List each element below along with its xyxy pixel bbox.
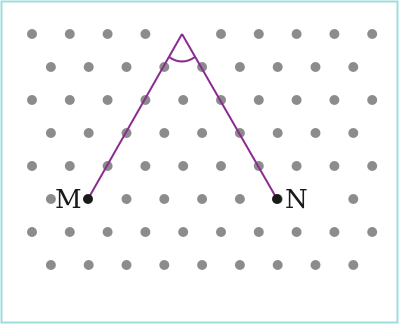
grid-dot: [64, 227, 75, 237]
grid-dot: [102, 29, 113, 39]
segment-apex-to-m: [87, 33, 183, 200]
grid-dot: [348, 260, 359, 270]
grid-dot: [178, 95, 189, 105]
grid-dot: [178, 227, 189, 237]
grid-dot: [27, 161, 37, 171]
grid-dot: [121, 62, 132, 72]
grid-dot: [102, 227, 113, 237]
grid-dot: [45, 128, 56, 138]
grid-dot: [178, 161, 189, 171]
grid-dot: [310, 62, 321, 72]
grid-dot: [329, 95, 340, 105]
grid-dot: [253, 95, 264, 105]
grid-dot: [329, 29, 340, 39]
angle-segments: [87, 33, 278, 200]
point-n: [272, 194, 282, 204]
grid-dot: [310, 260, 321, 270]
grid-dot: [197, 194, 208, 204]
grid-dot: [348, 128, 359, 138]
grid-dot: [159, 260, 170, 270]
grid-dot: [329, 161, 340, 171]
grid-dot: [367, 95, 378, 105]
grid-dot: [197, 260, 208, 270]
grid-dot: [367, 161, 378, 171]
grid-dot: [329, 227, 340, 237]
grid-dot: [27, 227, 37, 237]
grid-dot: [159, 194, 170, 204]
grid-dot: [216, 227, 226, 237]
grid-dot: [348, 194, 359, 204]
grid-dot: [291, 95, 302, 105]
grid-dot: [216, 161, 226, 171]
point-m: [83, 194, 93, 204]
grid-dot: [64, 161, 75, 171]
apex-angle-arc: [168, 56, 196, 63]
grid-dot: [64, 95, 75, 105]
grid-dot: [348, 62, 359, 72]
grid-dot: [83, 128, 94, 138]
grid-dot: [27, 29, 37, 39]
grid-dot: [45, 194, 56, 204]
grid-dot: [291, 227, 302, 237]
grid-dot: [272, 128, 283, 138]
grid-dot: [272, 260, 283, 270]
grid-dot: [253, 29, 264, 39]
grid-dot: [216, 29, 226, 39]
grid-dot: [140, 29, 151, 39]
grid-dot: [121, 260, 132, 270]
grid-dot: [83, 62, 94, 72]
grid-dot: [291, 161, 302, 171]
grid-dot: [291, 29, 302, 39]
label-n: N: [285, 185, 308, 215]
grid-dot: [45, 260, 56, 270]
grid-dot: [140, 227, 151, 237]
grid-dot: [234, 194, 245, 204]
grid-dot: [45, 62, 56, 72]
grid-dot: [121, 194, 132, 204]
grid-dot: [102, 95, 113, 105]
segment-apex-to-n: [181, 33, 278, 200]
grid-dot: [234, 260, 245, 270]
grid-dot: [367, 227, 378, 237]
grid-dot: [83, 260, 94, 270]
grid-dot: [140, 161, 151, 171]
grid-dot: [64, 29, 75, 39]
grid-dot: [253, 227, 264, 237]
grid-dot: [197, 128, 208, 138]
grid-dot: [27, 95, 37, 105]
grid-dot: [367, 29, 378, 39]
grid-dot: [159, 128, 170, 138]
grid-dot: [310, 128, 321, 138]
grid-dot: [234, 62, 245, 72]
label-m: M: [55, 185, 82, 215]
grid-dot: [272, 62, 283, 72]
